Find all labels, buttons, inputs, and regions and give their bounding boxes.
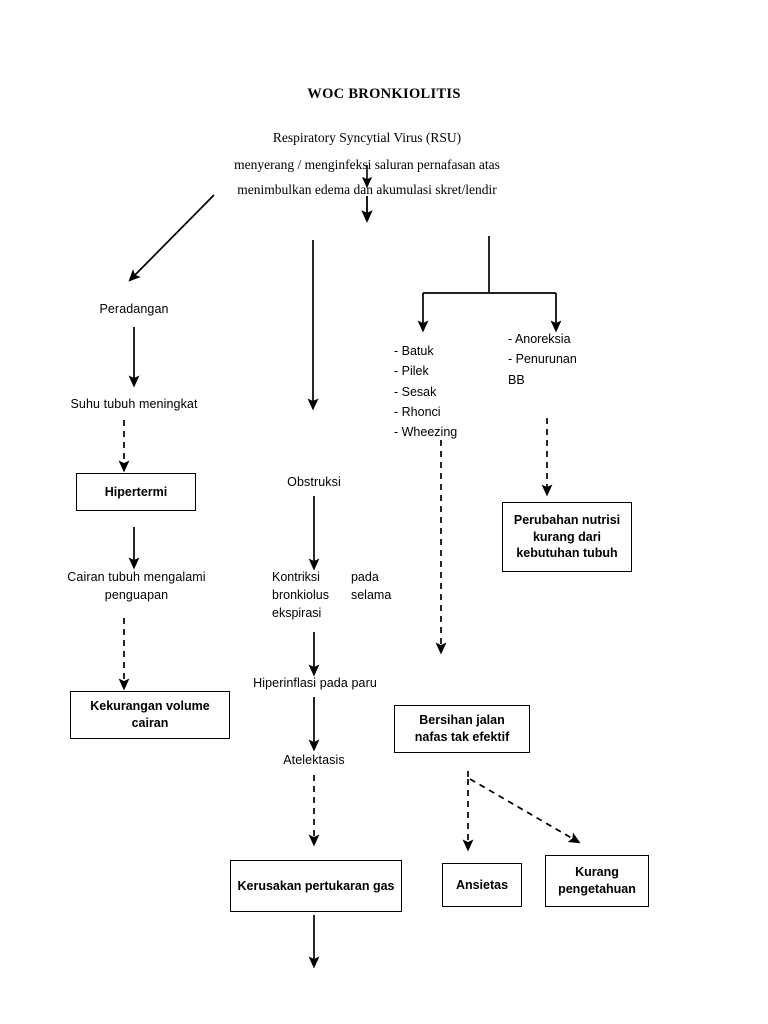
etiology-line-1: Respiratory Syncytial Virus (RSU) bbox=[272, 130, 462, 145]
box-hipertermi-label: Hipertermi bbox=[104, 484, 168, 499]
box-kerusakan-pertukaran-gas-label: Kerusakan pertukaran gas bbox=[237, 878, 395, 893]
box-perubahan-nutrisi: Perubahan nutrisi kurang dari kebutuhan … bbox=[502, 502, 632, 572]
node-obstruksi: Obstruksi bbox=[287, 475, 341, 489]
node-kontriksi-right: pada selama bbox=[350, 570, 392, 602]
node-peradangan: Peradangan bbox=[99, 302, 169, 316]
edge-etiology-to-peradangan bbox=[128, 194, 215, 282]
box-kurang-pengetahuan: Kurang pengetahuan bbox=[545, 855, 649, 907]
box-kerusakan-pertukaran-gas: Kerusakan pertukaran gas bbox=[230, 860, 402, 912]
etiology-line-3: menimbulkan edema dan akumulasi skret/le… bbox=[237, 182, 497, 197]
etiology-line-2: menyerang / menginfeksi saluran pernafas… bbox=[234, 157, 500, 172]
box-ansietas-label: Ansietas bbox=[455, 877, 509, 892]
box-kekurangan-volume-cairan: Kekurangan volume cairan bbox=[70, 691, 230, 739]
edge-bersihan-to-kurang-pengetahuan bbox=[469, 778, 581, 844]
box-kurang-pengetahuan-label: Kurang pengetahuan bbox=[558, 865, 636, 896]
symptom-list-respiratory: - Batuk - Pilek - Sesak - Rhonci - Wheez… bbox=[394, 344, 458, 439]
node-cairan-tubuh-penguapan: Cairan tubuh mengalami penguapan bbox=[67, 570, 206, 603]
box-kekurangan-volume-cairan-label: Kekurangan volume cairan bbox=[90, 699, 210, 730]
box-perubahan-nutrisi-label: Perubahan nutrisi kurang dari kebutuhan … bbox=[513, 512, 621, 561]
box-bersihan-jalan-nafas-label: Bersihan jalan nafas tak efektif bbox=[414, 713, 510, 744]
node-kontriksi-group: Kontriksi bronkiolus ekspirasi pada sela… bbox=[272, 569, 391, 622]
node-suhu-tubuh-meningkat: Suhu tubuh meningkat bbox=[70, 397, 198, 411]
box-bersihan-jalan-nafas: Bersihan jalan nafas tak efektif bbox=[394, 705, 530, 753]
node-hiperinflasi-pada-paru: Hiperinflasi pada paru bbox=[253, 676, 377, 690]
node-atelektasis: Atelektasis bbox=[283, 753, 345, 767]
node-kontriksi-left: Kontriksi bronkiolus ekspirasi bbox=[272, 570, 329, 620]
page-title: WOC BRONKIOLITIS bbox=[307, 86, 461, 102]
box-ansietas: Ansietas bbox=[442, 863, 522, 907]
symptom-list-nutrition: - Anoreksia - Penurunan BB bbox=[508, 332, 577, 387]
box-hipertermi: Hipertermi bbox=[76, 473, 196, 511]
